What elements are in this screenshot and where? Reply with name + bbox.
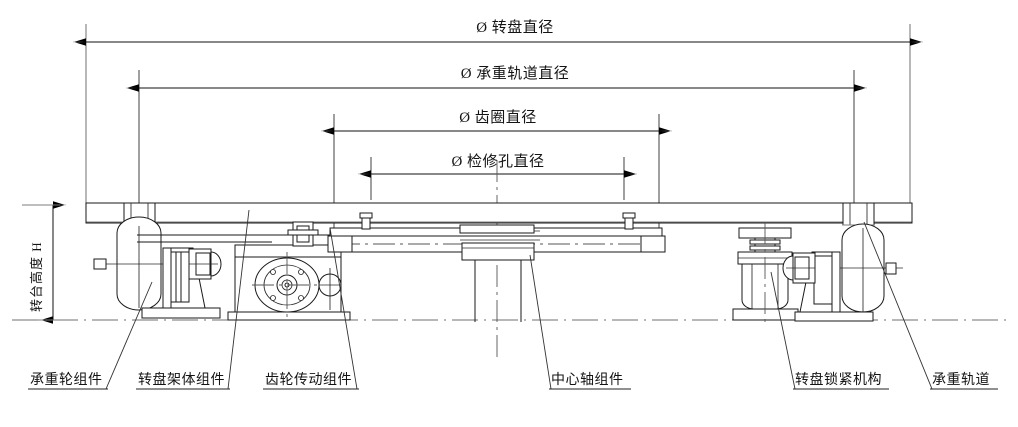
pinion-gear	[318, 268, 342, 310]
leader-bearing-wheel-assembly	[105, 281, 153, 390]
bearing-wheel-assembly-left	[93, 216, 222, 319]
leader-bearing-track	[863, 221, 933, 390]
part-leader-lines	[105, 209, 933, 390]
bolt-right	[622, 212, 636, 230]
part-label-center-shaft-assembly: 中心轴组件	[551, 373, 624, 388]
dimension-label-turntable-height: 转台高度 H	[29, 241, 44, 312]
part-label-bearing-track: 承重轨道	[932, 373, 990, 388]
gear-motor-housing	[252, 252, 322, 318]
leader-turntable-locking-mechanism	[770, 271, 796, 390]
gear-shaft-upper	[287, 221, 319, 247]
leader-gear-transmission-assembly	[329, 227, 358, 390]
bolt-left	[359, 212, 373, 230]
wheel-hub-right	[782, 252, 816, 284]
dimension-label-inspection-hole-diameter: Ø 检修孔直径	[451, 154, 545, 170]
part-label-turntable-frame-assembly: 转盘架体组件	[138, 373, 225, 388]
gear-transmission-assembly	[227, 221, 351, 321]
part-label-gear-transmission-assembly: 齿轮传动组件	[265, 373, 352, 388]
dimension-label-turntable-diameter: Ø 转盘直径	[476, 20, 554, 36]
turntable-deck	[85, 202, 913, 224]
part-label-turntable-locking-mechanism: 转盘锁紧机构	[795, 373, 882, 388]
leader-turntable-frame-assembly	[227, 209, 250, 390]
dimension-label-gear-ring-diameter: Ø 齿圈直径	[459, 110, 537, 126]
bearing-track-right	[842, 202, 875, 226]
center-shaft-assembly	[459, 224, 535, 322]
dimension-label-bearing-track-diameter: Ø 承重轨道直径	[460, 66, 570, 82]
dimension-lines	[73, 38, 923, 178]
leader-center-shaft-assembly	[529, 254, 552, 390]
wheel-hub-left	[188, 248, 222, 280]
turntable-locking-mechanism	[732, 222, 799, 326]
part-label-bearing-wheel-assembly: 承重轮组件	[30, 373, 103, 388]
